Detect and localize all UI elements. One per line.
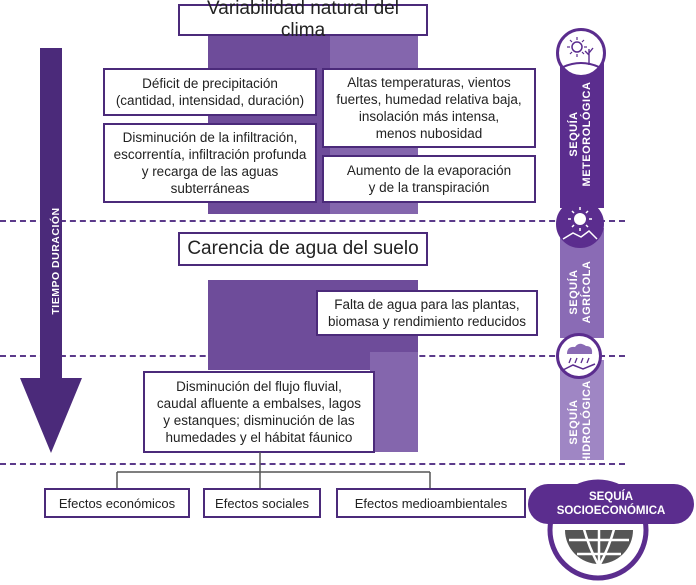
hydrological-label: SEQUÍA HIDROLÓGICA [568, 380, 593, 464]
globe-icon [563, 525, 635, 585]
plant-water-box: Falta de agua para las plantas, biomasa … [316, 290, 538, 336]
sun-plant-icon [556, 28, 606, 78]
meteorological-label: SEQUÍA METEOROLÓGICA [568, 81, 593, 187]
precip-deficit-box: Déficit de precipitación (cantidad, inte… [103, 68, 317, 116]
high-temp-box: Altas temperaturas, vientos fuertes, hum… [322, 68, 536, 148]
hydro-block [370, 352, 418, 452]
infiltration-box: Disminución de la infiltración, escorren… [103, 123, 317, 203]
time-duration-label: TIEMPO DURACIÓN [50, 207, 62, 315]
flow-decrease-box: Disminución del flujo fluvial, caudal af… [143, 371, 375, 453]
effect-economic: Efectos económicos [44, 488, 190, 518]
rain-cloud-icon [556, 333, 602, 379]
separator-1 [0, 220, 625, 222]
effect-social: Efectos sociales [203, 488, 321, 518]
effect-environmental: Efectos medioambientales [336, 488, 526, 518]
time-duration-arrow [20, 48, 82, 453]
effects-connector [116, 452, 431, 488]
evaporation-box: Aumento de la evaporación y de la transp… [322, 155, 536, 203]
soil-title: Carencia de agua del suelo [178, 232, 428, 266]
soil-block-lower [208, 352, 370, 370]
sun-drought-icon [556, 200, 604, 248]
agricultural-label: SEQUÍA AGRÍCOLA [568, 260, 593, 324]
separator-3 [0, 463, 625, 465]
socioeconomic-label: SEQUÍA SOCIOECONÓMICA [556, 491, 666, 517]
climate-title: Variabilidad natural del clima [178, 0, 428, 41]
